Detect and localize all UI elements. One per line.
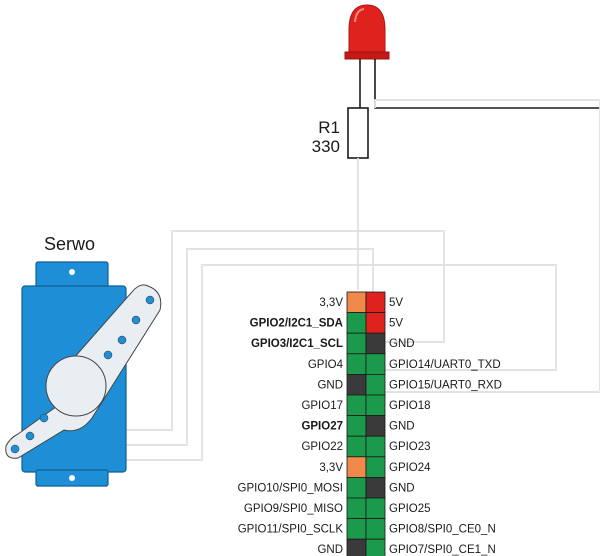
pin-label-right-3: GND xyxy=(389,338,415,350)
pin-label-left-1: 3,3V xyxy=(319,297,343,309)
pin-label-left-4: GPIO4 xyxy=(308,359,344,371)
pin-right-8 xyxy=(365,435,386,458)
pin-label-right-4: GPIO14/UART0_TXD xyxy=(389,359,501,371)
pin-left-10 xyxy=(346,476,367,499)
pin-label-left-5: GND xyxy=(317,379,343,391)
pin-label-right-1: 5V xyxy=(389,297,403,309)
servo-mount-hole-top xyxy=(69,269,75,275)
pin-label-right-12: GPIO8/SPI0_CE0_N xyxy=(389,524,496,536)
gpio-header: 3,3V 5V GPIO2/I2C1_SDA 5V GPIO3/I2C1_SCL GND G… xyxy=(238,291,502,556)
resistor-r1: R1 330 xyxy=(312,107,369,159)
wires xyxy=(125,99,600,461)
servo-horn-hole-2 xyxy=(131,315,141,325)
pin-left-2 xyxy=(346,312,367,334)
pin-label-left-12: GPIO11/SPI0_SCLK xyxy=(238,524,344,536)
pin-right-4 xyxy=(365,353,386,375)
pin-label-right-10: GND xyxy=(389,482,415,494)
pin-left-6 xyxy=(346,394,367,417)
pin-right-6 xyxy=(365,394,386,417)
pin-right-10 xyxy=(365,476,386,499)
pin-left-1 xyxy=(346,291,367,314)
servo-horn-hole-7 xyxy=(10,444,20,454)
pin-right-11 xyxy=(365,497,386,520)
pin-left-12 xyxy=(346,518,367,540)
pin-left-4 xyxy=(346,353,367,375)
led-dome xyxy=(348,4,386,53)
pin-label-right-2: 5V xyxy=(389,318,403,330)
pin-label-right-5: GPIO15/UART0_RXD xyxy=(389,379,502,391)
wire-servo-signal-inner xyxy=(125,264,557,461)
pin-label-left-3: GPIO3/I2C1_SCL xyxy=(251,338,343,350)
pin-left-3 xyxy=(346,332,367,355)
pin-right-12 xyxy=(365,518,386,540)
pin-label-right-8: GPIO23 xyxy=(389,441,431,453)
pin-left-8 xyxy=(346,435,367,458)
pin-label-left-2: GPIO2/I2C1_SDA xyxy=(250,318,343,330)
servo-mount-hole-bottom xyxy=(69,475,75,481)
resistor-value: 330 xyxy=(312,137,340,156)
pin-left-9 xyxy=(346,456,367,478)
servo-horn-hole-1 xyxy=(145,295,155,305)
pin-label-right-9: GPIO24 xyxy=(389,462,431,474)
pin-right-13 xyxy=(365,538,386,556)
pin-label-left-8: GPIO22 xyxy=(301,441,343,453)
servo-horn-hole-4 xyxy=(103,350,113,360)
pin-label-right-13: GPIO7/SPI0_CE1_N xyxy=(389,544,496,556)
pin-label-right-11: GPIO25 xyxy=(389,503,431,515)
pin-left-13 xyxy=(346,538,367,556)
pin-right-1 xyxy=(365,291,386,314)
pin-label-left-13: GND xyxy=(317,544,343,556)
pin-left-7 xyxy=(346,415,367,437)
pin-label-left-6: GPIO17 xyxy=(301,400,343,412)
pin-right-7 xyxy=(365,415,386,437)
pin-label-left-9: 3,3V xyxy=(319,462,343,474)
pin-label-right-7: GND xyxy=(389,421,415,433)
servo-horn-hole-3 xyxy=(117,335,127,345)
wire-led-anode-inner xyxy=(374,99,600,393)
led-highlight xyxy=(354,8,365,23)
pin-label-left-11: GPIO9/SPI0_MISO xyxy=(244,503,343,515)
pin-right-2 xyxy=(365,312,386,334)
servo-horn-hole-5 xyxy=(39,413,49,423)
pin-left-11 xyxy=(346,497,367,520)
pin-right-3 xyxy=(365,332,386,355)
servo: Serwo xyxy=(5,234,162,487)
pin-right-9 xyxy=(365,456,386,478)
pin-left-5 xyxy=(346,373,367,396)
pin-right-5 xyxy=(365,373,386,396)
pin-label-left-10: GPIO10/SPI0_MOSI xyxy=(238,482,343,494)
pin-label-left-7: GPIO27 xyxy=(301,421,343,433)
pin-label-right-6: GPIO18 xyxy=(389,400,431,412)
resistor-body xyxy=(347,107,369,159)
servo-horn-hub xyxy=(45,355,107,417)
servo-horn-hole-6 xyxy=(25,431,35,441)
resistor-name: R1 xyxy=(318,118,340,137)
led-rim xyxy=(344,51,390,60)
servo-label: Serwo xyxy=(44,234,95,254)
wire-servo-gnd-inner xyxy=(125,230,445,431)
led xyxy=(344,4,600,109)
